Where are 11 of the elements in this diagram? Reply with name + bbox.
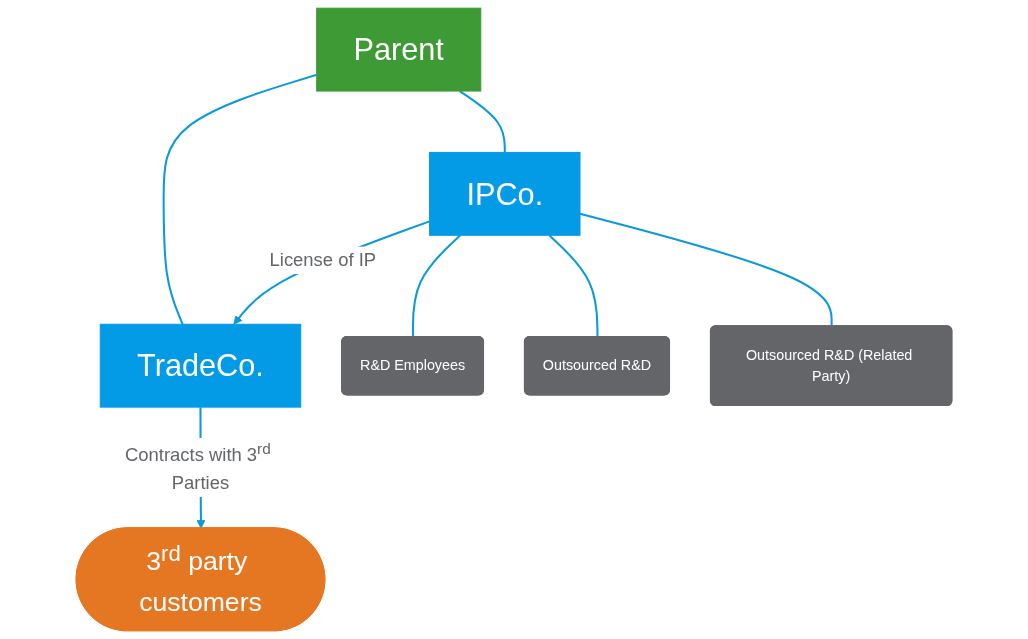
edge-label: License of IP	[269, 249, 377, 271]
node-box: Parent	[316, 7, 482, 92]
edge-label: Contracts with 3$^{rd}$ Parties	[125, 439, 271, 494]
connector	[411, 234, 461, 338]
connector	[162, 73, 317, 325]
connector	[459, 90, 506, 153]
node-box: IPCo.	[429, 151, 581, 236]
connector	[548, 234, 599, 338]
node-box: TradeCo.	[99, 323, 302, 408]
connector	[579, 212, 833, 327]
arrow	[233, 220, 430, 325]
